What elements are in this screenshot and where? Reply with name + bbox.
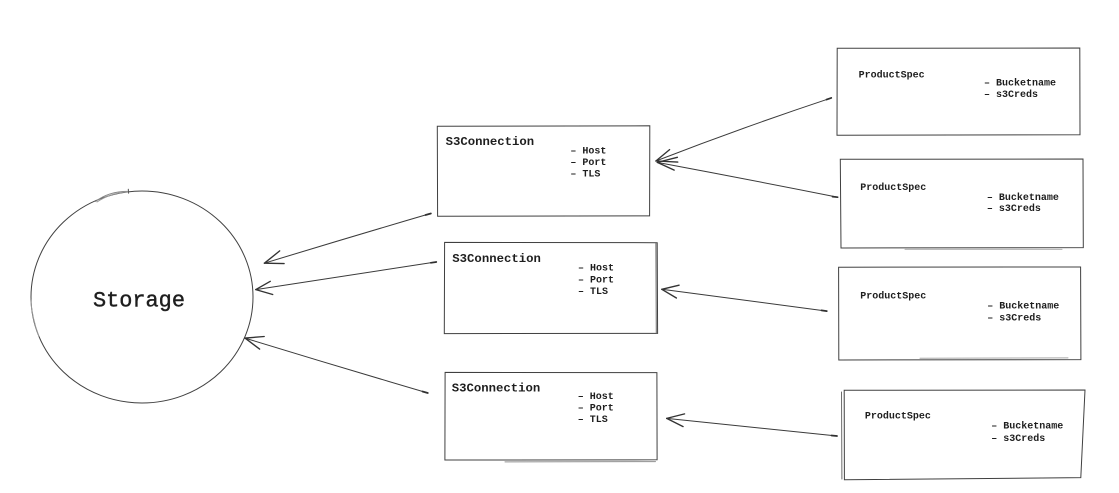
svg-text:ProductSpec: ProductSpec: [860, 290, 926, 302]
svg-text:– Port: – Port: [578, 275, 614, 286]
svg-text:– Host: – Host: [578, 264, 614, 275]
svg-text:– Bucketname: – Bucketname: [984, 77, 1056, 89]
svg-text:– Port: – Port: [578, 403, 614, 414]
svg-text:S3Connection: S3Connection: [446, 135, 535, 149]
svg-text:S3Connection: S3Connection: [452, 382, 541, 396]
svg-text:– Bucketname: – Bucketname: [987, 192, 1059, 204]
svg-text:Storage: Storage: [93, 289, 185, 314]
svg-text:– TLS: – TLS: [570, 170, 600, 181]
svg-text:ProductSpec: ProductSpec: [865, 411, 931, 423]
svg-text:– s3Creds: – s3Creds: [987, 203, 1041, 215]
svg-text:– s3Creds: – s3Creds: [991, 433, 1045, 445]
svg-text:– Host: – Host: [570, 146, 606, 157]
svg-text:– TLS: – TLS: [578, 415, 608, 426]
svg-text:– TLS: – TLS: [578, 287, 608, 298]
svg-text:– s3Creds: – s3Creds: [987, 312, 1041, 324]
svg-text:– Host: – Host: [578, 392, 614, 403]
svg-text:– Bucketname: – Bucketname: [987, 301, 1059, 313]
svg-text:ProductSpec: ProductSpec: [860, 182, 926, 194]
svg-text:S3Connection: S3Connection: [452, 252, 541, 266]
svg-text:– s3Creds: – s3Creds: [984, 89, 1038, 101]
svg-text:– Port: – Port: [570, 158, 606, 169]
svg-text:ProductSpec: ProductSpec: [859, 69, 925, 81]
svg-text:– Bucketname: – Bucketname: [991, 421, 1063, 433]
